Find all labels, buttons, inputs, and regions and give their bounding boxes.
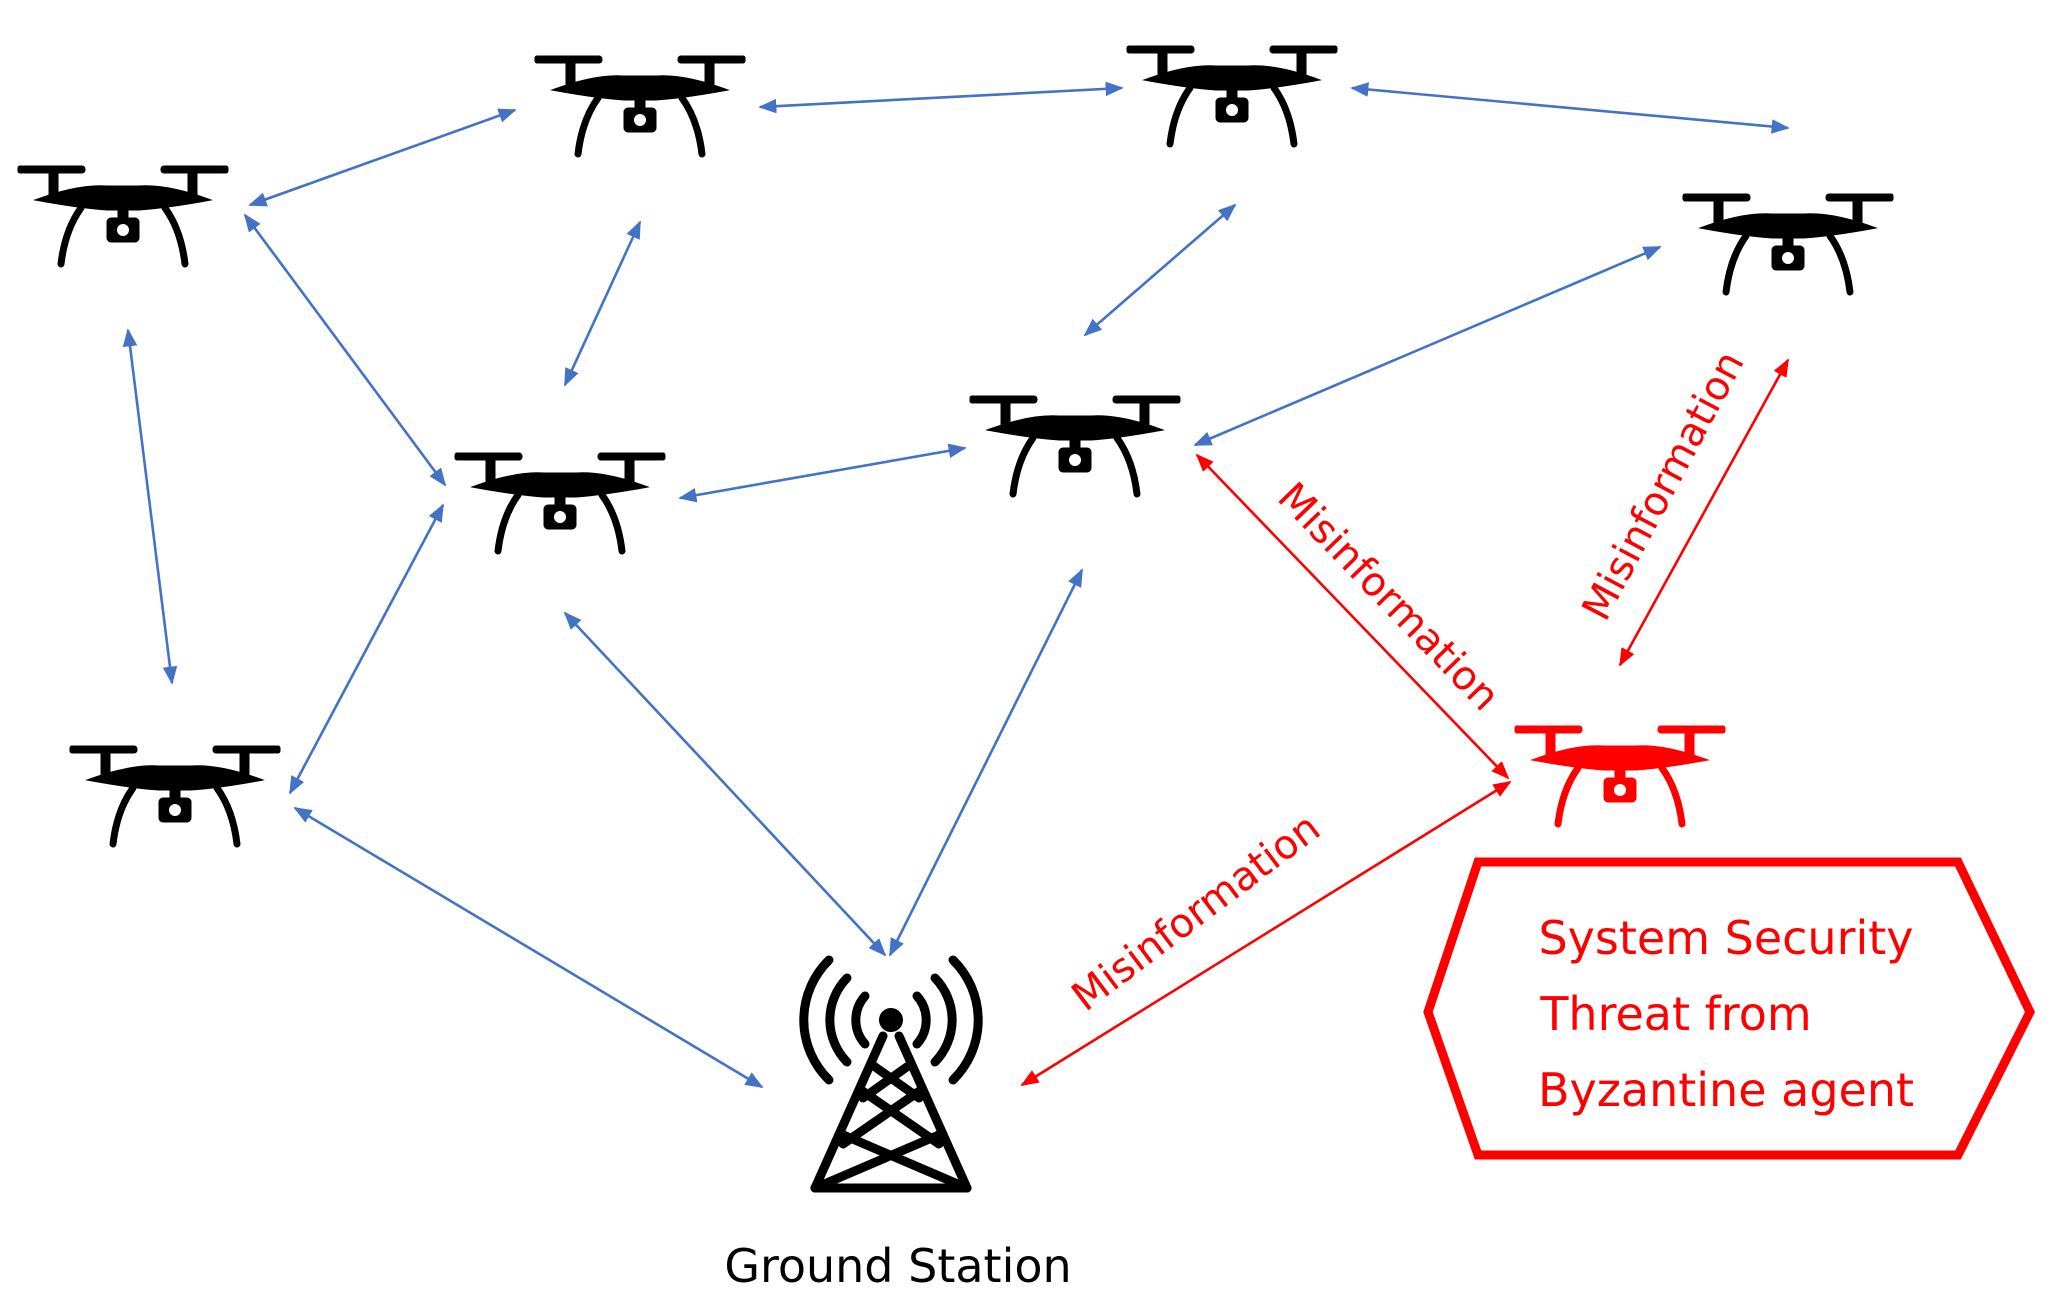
link-drone-top-center-right-to-drone-middle-right [1083,203,1237,337]
misinformation-link-drone-middle-right-to-drone-byzantine [1195,453,1510,780]
links [122,81,1790,1089]
misinformation-label-1: Misinformation [1269,474,1509,720]
ground-station-tower-icon [799,955,983,1193]
link-drone-middle-left-to-drone-bottom-left [288,503,445,795]
link-drone-top-center-left-to-drone-middle-left [563,220,642,387]
link-drone-top-left-to-drone-middle-left [243,213,447,487]
drone-middle-left-icon [455,453,665,551]
link-drone-top-center-left-to-drone-top-center-right [758,81,1124,114]
nodes [18,46,1893,1193]
link-drone-bottom-left-to-ground-station [293,806,764,1089]
drone-top-center-right-icon [1127,46,1337,144]
drone-bottom-left-icon [70,746,280,844]
ground-station-label: Ground Station [724,1239,1071,1293]
link-drone-top-left-to-drone-bottom-left [122,328,178,685]
drone-byzantine-icon [1515,726,1725,824]
threat-text-line2: Threat from [1539,987,1811,1041]
link-drone-middle-left-to-ground-station [563,611,887,957]
link-drone-middle-right-to-drone-right [1193,245,1662,447]
link-drone-top-center-right-to-drone-right [1350,82,1790,134]
misinformation-link-ground-station-to-drone-byzantine [1020,780,1512,1087]
threat-text-line3: Byzantine agent [1538,1063,1914,1117]
misinformation-link-drone-right-to-drone-byzantine [1618,358,1790,667]
misinformation-label-3: Misinformation [1064,805,1329,1021]
threat-box: System Security Threat from Byzantine ag… [1423,857,2036,1160]
link-drone-middle-right-to-ground-station [888,568,1084,957]
drone-top-left-icon [18,166,228,264]
drone-middle-right-icon [970,396,1180,494]
drone-top-center-left-icon [535,56,745,154]
threat-text-line1: System Security [1538,911,1913,965]
link-drone-middle-left-to-drone-middle-right [678,443,967,503]
link-drone-top-left-to-drone-top-center-left [248,108,517,207]
threat-hexagon [1423,857,2036,1160]
drone-right-icon [1683,194,1893,292]
